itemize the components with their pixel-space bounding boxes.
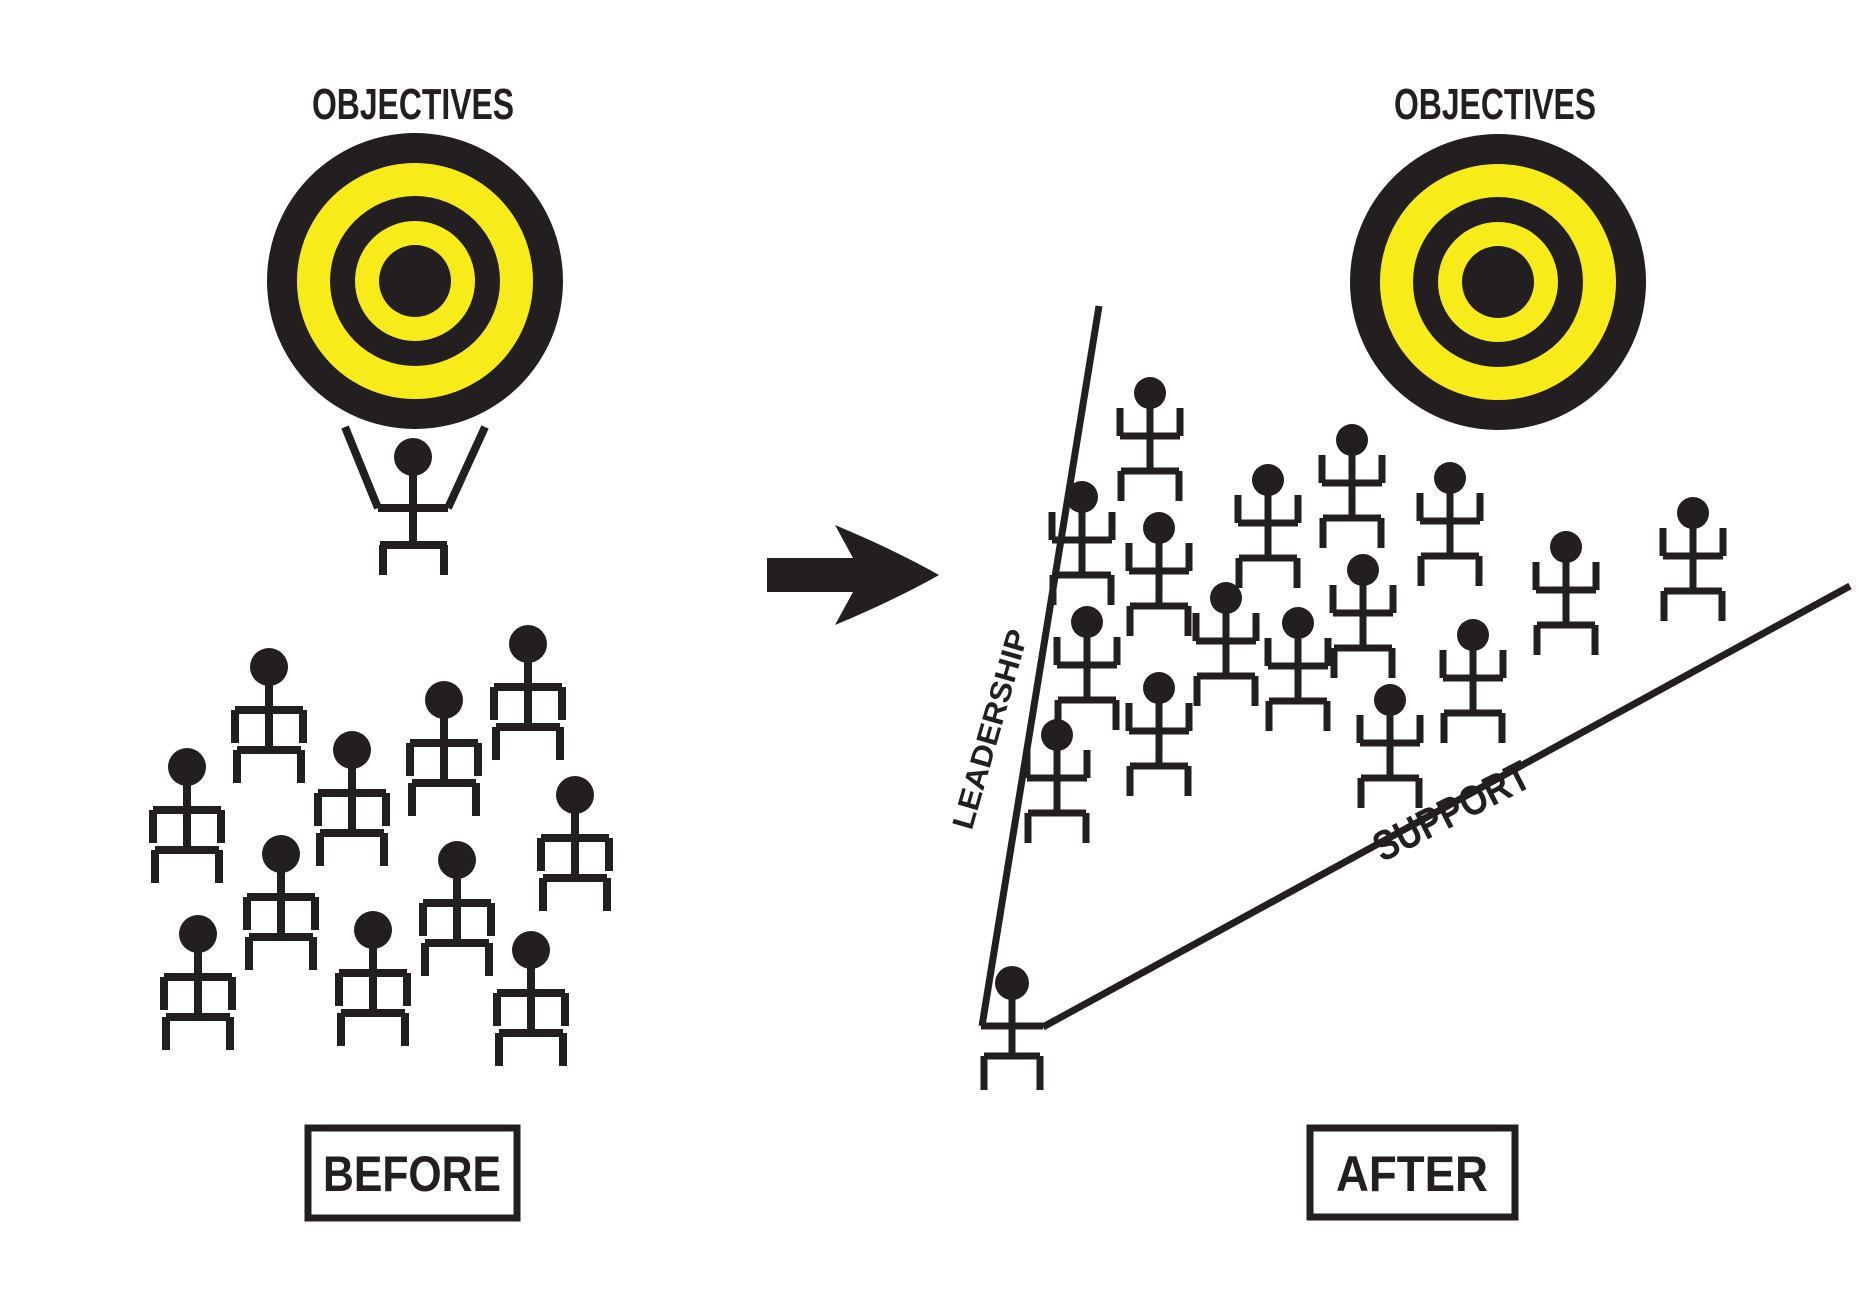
figure-body	[335, 930, 411, 1046]
figure-body	[1192, 598, 1260, 706]
figure-body	[419, 860, 495, 976]
stick-figure	[1048, 481, 1116, 605]
figure-body	[1234, 480, 1302, 588]
figure-head	[394, 438, 432, 476]
figure-body	[231, 667, 307, 783]
stick-figure	[493, 931, 569, 1066]
target-left	[267, 133, 563, 429]
figure-body	[160, 934, 236, 1050]
stick-figure	[1356, 684, 1424, 808]
stick-figure	[160, 915, 236, 1050]
figure-body	[1053, 622, 1121, 730]
figure-body	[243, 854, 319, 970]
leadership-line	[978, 305, 1103, 1027]
figure-body	[1023, 735, 1091, 843]
after-label-box	[1306, 1124, 1519, 1221]
figure-body	[1356, 700, 1424, 808]
figure-body	[493, 950, 569, 1066]
figure-body	[1264, 623, 1332, 731]
arrow-shape	[767, 525, 939, 625]
figure-body	[980, 983, 1044, 1090]
stick-figure	[406, 681, 482, 816]
figure-body	[1116, 393, 1184, 501]
figure-body	[1125, 688, 1193, 796]
figure-body	[1329, 570, 1397, 678]
figure-body	[149, 767, 225, 883]
stick-figure	[490, 625, 566, 760]
stick-figure	[335, 911, 411, 1046]
stick-figure	[1264, 607, 1332, 731]
stick-figure	[1125, 512, 1193, 636]
label-box-rect	[1306, 1124, 1519, 1221]
transform-arrow-icon	[767, 525, 939, 625]
stick-figure	[1659, 497, 1727, 621]
wedge-lines	[978, 305, 1852, 1031]
after-crowd	[980, 377, 1727, 1090]
before-label-box	[304, 1124, 521, 1222]
support-line	[1041, 582, 1852, 1031]
leader-figure	[341, 425, 489, 575]
figure-body	[406, 700, 482, 816]
before-label: BEFORE	[323, 1146, 501, 1202]
stick-figure	[537, 776, 613, 911]
stick-figure	[1234, 464, 1302, 588]
stick-figure	[1329, 554, 1397, 678]
stick-figure	[1023, 719, 1091, 843]
figure-body	[1318, 440, 1386, 548]
target-ring	[1462, 246, 1534, 318]
stick-figure	[1192, 582, 1260, 706]
figure-body	[341, 425, 489, 575]
target-ring	[379, 245, 451, 317]
stick-figure	[1416, 462, 1484, 586]
stick-figure	[1318, 424, 1386, 548]
figure-body	[314, 750, 390, 866]
figure-body	[1125, 528, 1193, 636]
figure-body	[490, 644, 566, 760]
stick-figure	[1439, 619, 1507, 743]
after-label: AFTER	[1336, 1146, 1488, 1202]
stick-figure	[1116, 377, 1184, 501]
label-box-rect	[304, 1124, 521, 1222]
figure-body	[1439, 635, 1507, 743]
figure-body	[1532, 547, 1600, 655]
figure-body	[1659, 513, 1727, 621]
figure-body	[1416, 478, 1484, 586]
stick-figure	[1053, 606, 1121, 730]
stick-figure	[1532, 531, 1600, 655]
stick-figure	[231, 648, 307, 783]
stick-figure	[314, 731, 390, 866]
objectives-label-left: OBJECTIVES	[312, 80, 514, 129]
objectives-label-right: OBJECTIVES	[1394, 80, 1596, 129]
stick-figure	[419, 841, 495, 976]
figure-body	[537, 795, 613, 911]
stick-figure	[1125, 672, 1193, 796]
before-crowd	[149, 625, 613, 1066]
apex-leader-figure	[980, 966, 1044, 1090]
target-right	[1350, 134, 1646, 430]
stick-figure	[243, 835, 319, 970]
stick-figure	[149, 748, 225, 883]
figure-body	[1048, 497, 1116, 605]
